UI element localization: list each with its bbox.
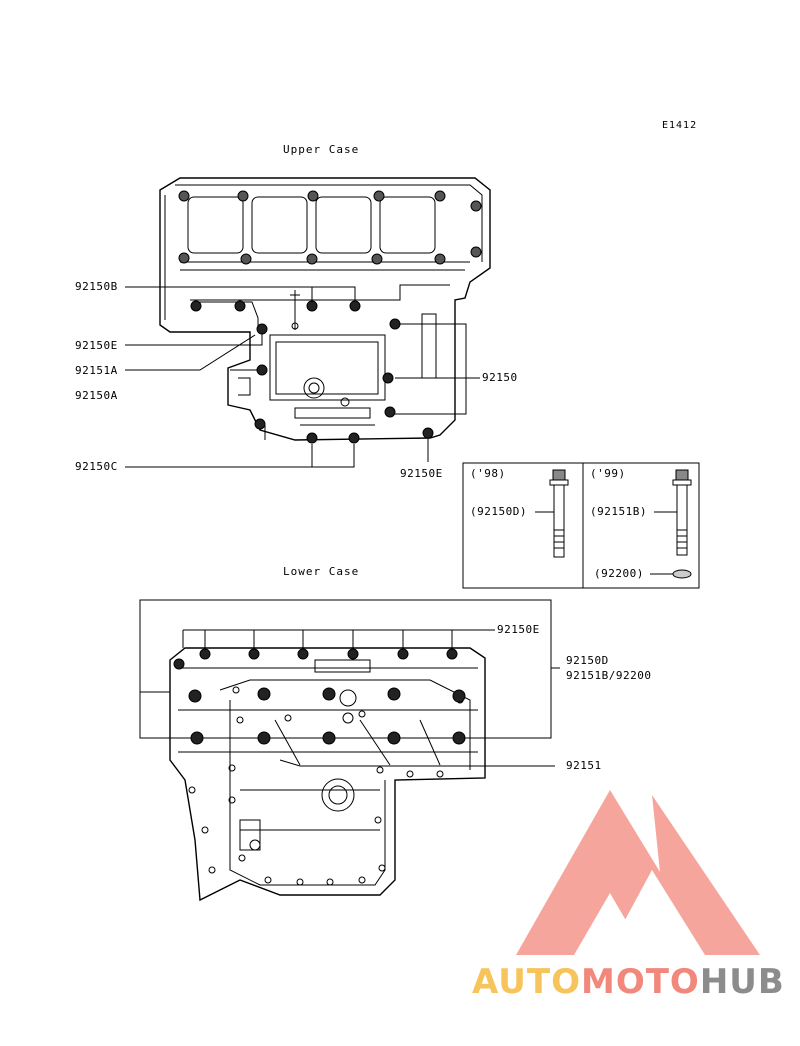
label-92150-right: 92150 [482,371,518,384]
label-92151-lower: 92151 [566,759,602,772]
inset-part-92151B: (92151B) [590,505,647,518]
lower-leader-lines [182,629,560,767]
upper-case-title: Upper Case [283,143,360,156]
upper-leader-lines [125,286,480,468]
upper-case-drawing [125,177,491,468]
lower-case-title: Lower Case [283,565,360,578]
label-92150E-lower: 92150E [497,623,540,636]
watermark-logo [516,790,760,955]
watermark-text: AUTOMOTOHUB [472,962,785,1002]
diagram-code: E1412 [662,120,698,131]
lower-bolts [173,648,466,745]
watermark-auto: AUTO [472,962,581,1002]
label-92150E-upper-bottom: 92150E [400,467,443,480]
label-92150D-lower: 92150D [566,654,609,667]
label-92150E-upper-left: 92150E [75,339,118,352]
inset-part-92150D: (92150D) [470,505,527,518]
inset-year-99: ('99) [590,467,626,480]
upper-bolts [178,190,482,444]
label-92150B: 92150B [75,280,118,293]
watermark-hub: HUB [699,962,785,1002]
inset-bolt-box [462,462,700,589]
watermark-moto: MOTO [580,962,700,1002]
inset-year-98: ('98) [470,467,506,480]
inset-part-92200: (92200) [594,567,644,580]
label-92151A: 92151A [75,364,118,377]
label-92151B-92200-lower: 92151B/92200 [566,669,652,682]
label-92150A: 92150A [75,389,118,402]
label-92150C: 92150C [75,460,118,473]
lower-small-holes [188,686,464,886]
lower-case-drawing [139,599,560,902]
